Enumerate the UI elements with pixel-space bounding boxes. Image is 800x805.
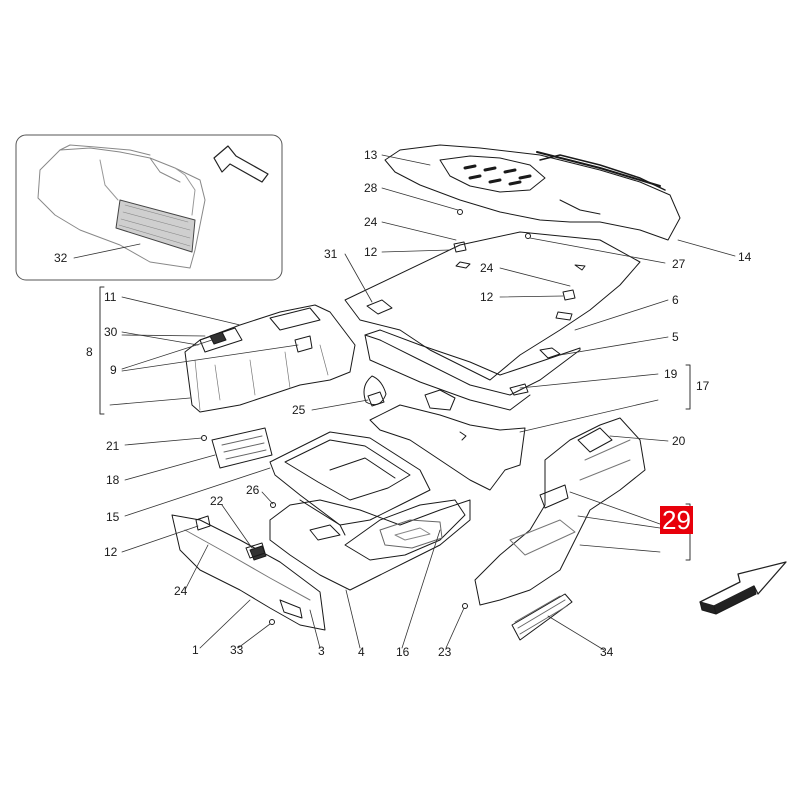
callout-18[interactable]: 18 — [106, 473, 120, 487]
leader-lines — [73, 154, 736, 651]
callout-4[interactable]: 4 — [358, 645, 365, 659]
fastener-23 — [462, 603, 468, 609]
callout-30[interactable]: 30 — [104, 325, 118, 339]
callout-23[interactable]: 23 — [438, 645, 452, 659]
callout-12[interactable]: 12 — [104, 545, 118, 559]
fastener-26 — [270, 502, 276, 508]
bracket-17 — [685, 364, 691, 410]
fastener-33 — [269, 619, 275, 625]
callout-28[interactable]: 28 — [364, 181, 378, 195]
callout-5[interactable]: 5 — [672, 330, 679, 344]
right-side-trim — [474, 417, 646, 606]
fastener-27 — [525, 233, 531, 239]
callout-12[interactable]: 12 — [480, 290, 494, 304]
callout-32[interactable]: 32 — [54, 251, 68, 265]
callout-34[interactable]: 34 — [600, 645, 614, 659]
clip-12c — [195, 515, 211, 531]
direction-arrow — [699, 561, 787, 615]
callout-24[interactable]: 24 — [364, 215, 378, 229]
callout-17[interactable]: 17 — [696, 379, 710, 393]
left-side-trim — [184, 304, 356, 413]
storage-tray — [269, 431, 431, 536]
callout-33[interactable]: 33 — [230, 643, 244, 657]
trunk-floor-carpet — [344, 231, 641, 381]
inset-direction-arrow — [213, 145, 269, 183]
callout-11[interactable]: 11 — [104, 290, 117, 304]
callout-31[interactable]: 31 — [324, 247, 338, 261]
callout-19[interactable]: 19 — [664, 367, 678, 381]
parcel-shelf — [384, 144, 681, 241]
mesh-panel — [511, 593, 573, 641]
callout-27[interactable]: 27 — [672, 257, 686, 271]
callout-3[interactable]: 3 — [318, 644, 325, 658]
callout-26[interactable]: 26 — [246, 483, 260, 497]
inset-detail-panel — [15, 134, 283, 281]
callout-13[interactable]: 13 — [364, 148, 378, 162]
callout-16[interactable]: 16 — [396, 645, 410, 659]
clip-22 — [245, 542, 266, 559]
callout-25[interactable]: 25 — [292, 403, 306, 417]
callout-20[interactable]: 20 — [672, 434, 686, 448]
callout-6[interactable]: 6 — [672, 293, 679, 307]
callout-15[interactable]: 15 — [106, 510, 120, 524]
clip-12b — [562, 289, 576, 301]
bracket-8 — [99, 286, 105, 415]
callout-29-highlight[interactable]: 29 — [660, 505, 693, 535]
callout-8[interactable]: 8 — [86, 345, 93, 359]
fastener-28 — [457, 209, 463, 215]
callout-22[interactable]: 22 — [210, 494, 224, 508]
tab-31 — [366, 299, 393, 315]
callout-21[interactable]: 21 — [106, 439, 120, 453]
clip-12a — [453, 241, 467, 253]
seal-25 — [363, 375, 387, 406]
clip-25 — [367, 391, 385, 407]
callout-1[interactable]: 1 — [192, 643, 199, 657]
callout-14[interactable]: 14 — [738, 250, 752, 264]
sill-trim — [171, 514, 326, 631]
trunk-bin — [269, 499, 471, 591]
callout-9[interactable]: 9 — [110, 363, 117, 377]
vent-grille — [211, 427, 273, 469]
front-trunk-liner — [369, 389, 526, 491]
callout-24[interactable]: 24 — [480, 261, 494, 275]
callout-24[interactable]: 24 — [174, 584, 188, 598]
callout-12[interactable]: 12 — [364, 245, 378, 259]
floor-base-panel — [364, 329, 581, 411]
